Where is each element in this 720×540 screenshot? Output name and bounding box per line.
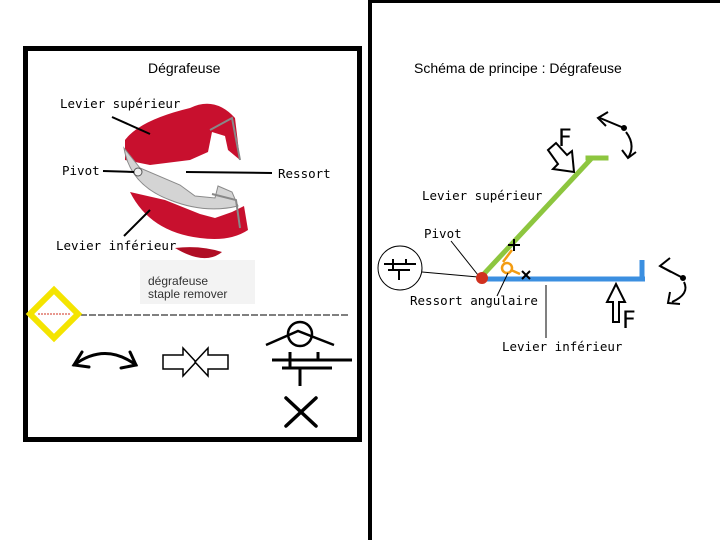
- photo-caption-box: [140, 260, 255, 304]
- label-pivot-schema: Pivot: [424, 226, 462, 241]
- leader-pivot-schema: [421, 271, 479, 278]
- leader-pivot: [102, 170, 135, 173]
- rotation-arrow-icon: [71, 350, 139, 370]
- force-label-top: F: [558, 124, 572, 152]
- photo-caption-1: dégrafeuse: [148, 274, 209, 288]
- pivot-point: [476, 272, 488, 284]
- leader-ressort-angulaire: [496, 272, 509, 297]
- right-title: Schéma de principe : Dégrafeuse: [414, 60, 622, 76]
- label-ressort-angulaire: Ressort angulaire: [410, 293, 538, 308]
- pivot-symbol-icon: [265, 320, 335, 348]
- label-levier-superieur-schema: Levier supérieur: [422, 188, 543, 203]
- right-panel: [368, 0, 720, 540]
- label-ressort: Ressort: [278, 166, 331, 181]
- ground-symbol-icon: [272, 352, 352, 386]
- leader-pivot-label: [450, 240, 479, 276]
- force-arrow-bottom-icon: [605, 281, 627, 323]
- rotation-arc-right-icon: [658, 257, 687, 305]
- label-levier-inferieur: Levier inférieur: [56, 238, 177, 253]
- cross-symbol-icon: [284, 396, 318, 428]
- ground-symbol-schema-icon: [377, 245, 423, 291]
- photo-caption-2: staple remover: [148, 287, 228, 301]
- force-label-bottom: F: [622, 306, 636, 334]
- cross-marker-icon: [521, 270, 531, 280]
- rotation-arc-top-icon: [596, 111, 637, 160]
- angular-spring: [500, 249, 521, 276]
- left-title: Dégrafeuse: [148, 60, 221, 76]
- leader-ressort: [185, 171, 273, 174]
- opposing-arrows-icon: [162, 346, 229, 378]
- upper-lever: [478, 155, 609, 280]
- label-levier-inferieur-schema: Levier inférieur: [502, 339, 623, 354]
- plus-marker-icon: [508, 239, 520, 251]
- leader-levier-inferieur: [123, 209, 151, 237]
- lower-lever: [482, 260, 645, 282]
- label-levier-superieur: Levier supérieur: [60, 96, 181, 111]
- force-arrow-top-icon: [546, 141, 576, 174]
- label-pivot: Pivot: [62, 163, 100, 178]
- leader-levier-superieur: [111, 116, 151, 135]
